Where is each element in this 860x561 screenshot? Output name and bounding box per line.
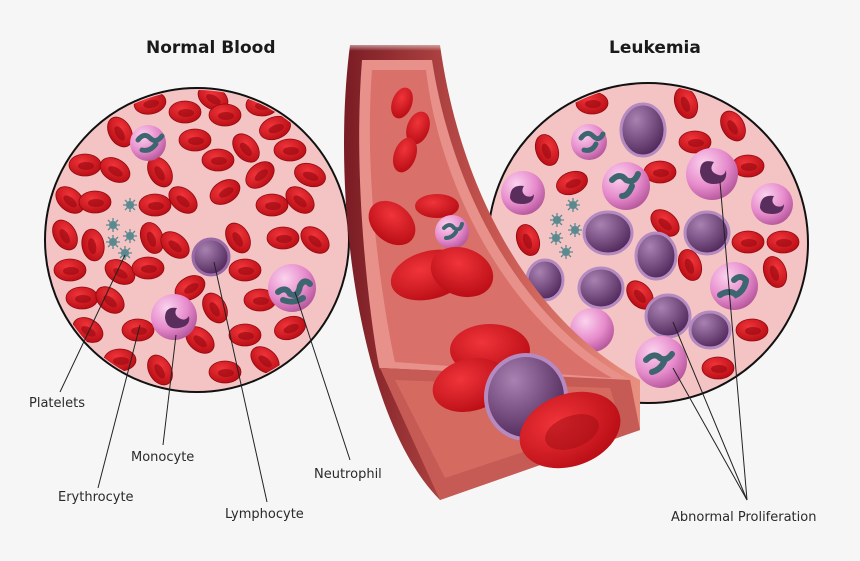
vessel-cells	[368, 87, 621, 469]
abnormal-lymphocytes	[525, 102, 732, 350]
erythrocyte-label: Erythrocyte	[58, 490, 134, 505]
platelets-label: Platelets	[29, 396, 85, 411]
lymphocyte-label: Lymphocyte	[225, 507, 304, 522]
abnormal-proliferation-label: Abnormal Proliferation	[671, 510, 817, 525]
blood-vessel	[340, 40, 640, 500]
neutrophil-cell	[268, 264, 316, 312]
lymphocyte-cell	[191, 237, 231, 277]
monocyte-cell	[151, 294, 197, 340]
leader-lines	[59, 181, 748, 503]
normal-blood-circle	[44, 87, 350, 393]
neutrophil-label: Neutrophil	[314, 467, 382, 482]
leukemia-circle	[487, 82, 809, 404]
monocyte-label: Monocyte	[131, 450, 195, 465]
leukemia-title: Leukemia	[609, 38, 701, 58]
abnormal-white-cells	[501, 124, 793, 388]
normal-blood-title: Normal Blood	[146, 38, 276, 58]
neutrophil-cell-left	[130, 125, 166, 161]
